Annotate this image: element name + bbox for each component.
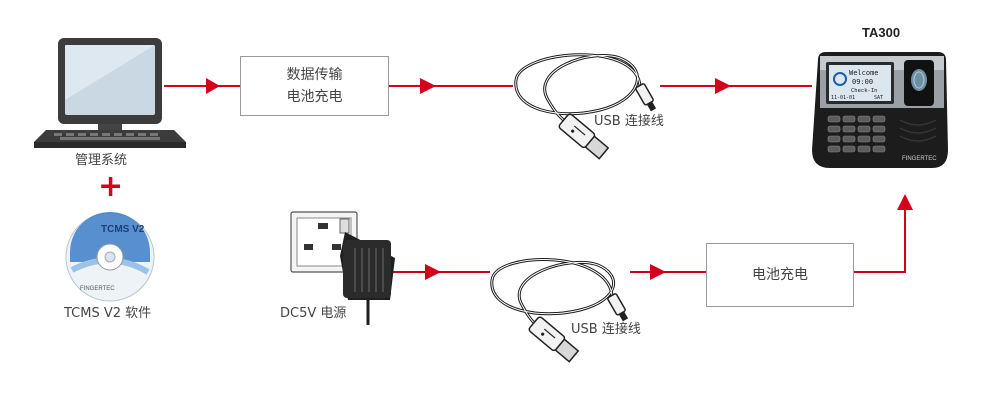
arrowhead [425,264,441,280]
device-brand: FINGERTEC [902,156,937,162]
computer-label: 管理系统 [75,153,128,168]
box-top-line1: 数据传输 [286,67,343,83]
software-label: TCMS V2 软件 [64,306,152,321]
screen-status: Check-In [851,88,878,94]
power-adapter-icon [290,211,395,325]
connector-lines [164,85,906,273]
arrowhead [206,78,220,94]
box-top-line2: 电池充电 [286,89,343,105]
battery-charge-box: 电池充电 [706,243,854,307]
power-label: DC5V 电源 [280,306,347,321]
data-transfer-box: 数据传输 电池充电 [240,56,389,116]
plus-sign: + [98,169,124,204]
ta300-device-icon: Welcome 09:00 Check-In 11-01-01 SAT FING… [812,52,948,168]
screen-day: SAT [874,95,883,101]
device-title: TA300 [862,25,901,40]
cd-brand: FINGERTEC [80,286,115,292]
screen-welcome: Welcome [849,69,879,77]
arrowhead [650,264,666,280]
box-bottom-line1: 电池充电 [752,267,808,283]
usb-top-label: USB 连接线 [594,114,664,129]
arrowheads [206,78,913,280]
usb-cable-top-icon [514,53,657,160]
usb-bottom-label: USB 连接线 [571,322,641,337]
line-box-to-device [852,200,906,273]
arrowhead [420,78,436,94]
computer-icon [34,38,186,148]
screen-date: 11-01-01 [831,95,855,101]
cd-title: TCMS V2 [101,224,145,235]
screen-time: 09:00 [852,78,873,86]
arrowhead [715,78,731,94]
usb-cable-bottom-icon [490,258,629,363]
arrowhead [897,194,913,210]
software-cd-icon: TCMS V2 FINGERTEC [65,212,155,302]
